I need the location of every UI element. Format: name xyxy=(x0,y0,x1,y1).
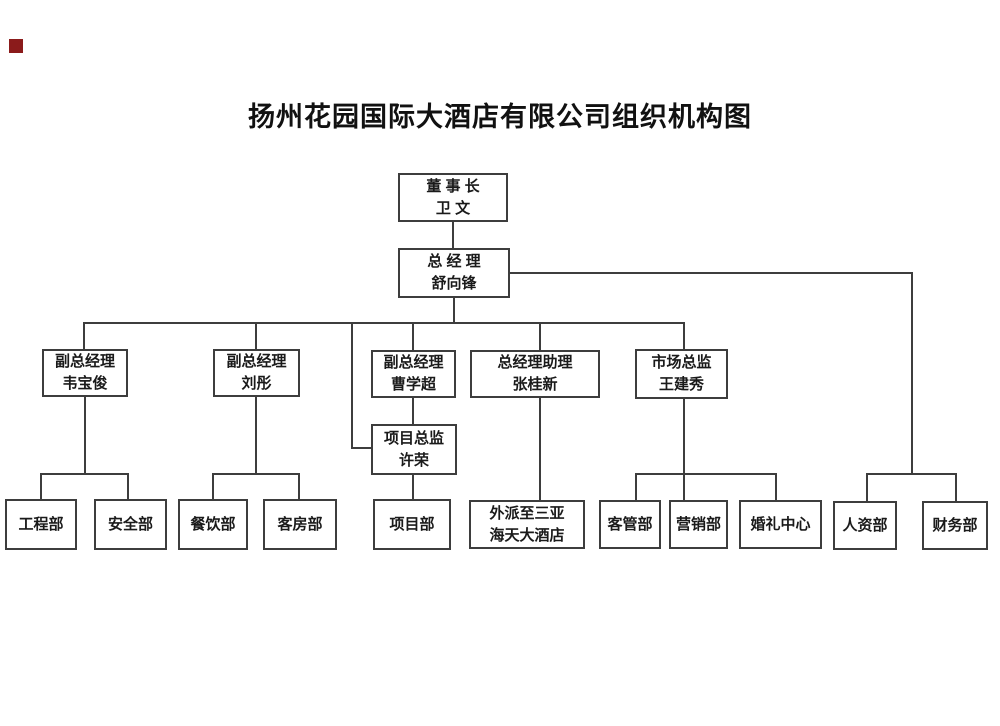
node-deputy2-title: 副总经理 xyxy=(226,353,287,371)
connector-drop-marketing xyxy=(683,322,685,349)
dept-hr-label: 人资部 xyxy=(842,516,888,534)
dept-engineering: 工程部 xyxy=(5,499,77,550)
node-marketing-director: 市场总监 王建秀 xyxy=(635,349,728,399)
connector-bus-deputy1 xyxy=(40,473,129,475)
node-chairman: 董 事 长 卫 文 xyxy=(398,173,508,222)
dept-sales-label: 营销部 xyxy=(675,515,721,533)
connector-drop-deputy3 xyxy=(412,322,414,350)
node-deputy3-name: 曹学超 xyxy=(390,376,436,393)
node-marketing-title: 市场总监 xyxy=(651,354,712,372)
connector-bus-right xyxy=(866,473,957,475)
dept-guest-mgmt: 客管部 xyxy=(599,500,661,549)
node-assistant-title: 总经理助理 xyxy=(497,354,573,372)
dept-dispatch-line2: 海天大酒店 xyxy=(489,526,565,544)
connector-bus-deputy2 xyxy=(212,473,300,475)
connector-drop-deputy2 xyxy=(255,322,257,349)
node-chairman-name: 卫 文 xyxy=(435,199,471,217)
node-gm-title: 总 经 理 xyxy=(427,253,481,271)
connector-marketing-down xyxy=(683,399,685,475)
connector-drop-hr xyxy=(866,473,868,501)
node-deputy2-name: 刘彤 xyxy=(241,375,272,392)
dept-hr: 人资部 xyxy=(833,501,897,550)
connector-gm-right-v xyxy=(911,272,913,475)
connector-drop-finance xyxy=(955,473,957,501)
dept-security-label: 安全部 xyxy=(107,515,153,533)
node-project-director: 项目总监 许荣 xyxy=(371,424,457,475)
dept-finance: 财务部 xyxy=(922,501,988,550)
connector-gm-bus xyxy=(453,298,455,324)
dept-dispatch-sanya: 外派至三亚 海天大酒店 xyxy=(469,500,585,549)
connector-projdir-projectdept xyxy=(412,475,414,500)
dept-housekeeping: 客房部 xyxy=(263,499,337,550)
node-deputy1-title: 副总经理 xyxy=(54,353,115,371)
connector-elbow-projdir-h xyxy=(351,447,371,449)
connector-bus-marketing xyxy=(635,473,777,475)
connector-main-bus xyxy=(83,322,685,324)
dept-security: 安全部 xyxy=(94,499,167,550)
connector-chairman-gm xyxy=(452,222,454,249)
chart-title: 扬州花园国际大酒店有限公司组织机构图 xyxy=(248,102,752,132)
connector-drop-housekeeping xyxy=(298,473,300,499)
connector-drop-guestmgmt xyxy=(635,473,637,500)
node-marketing-name: 王建秀 xyxy=(658,376,704,393)
dept-wedding-center-label: 婚礼中心 xyxy=(750,515,811,533)
dept-project: 项目部 xyxy=(373,499,451,550)
connector-drop-security xyxy=(127,473,129,499)
dept-dispatch-line1: 外派至三亚 xyxy=(489,504,565,522)
connector-deputy1-down xyxy=(84,397,86,474)
connector-drop-sales xyxy=(683,473,685,500)
dept-finance-label: 财务部 xyxy=(932,516,978,534)
node-chairman-title: 董 事 长 xyxy=(426,177,480,195)
connector-elbow-projdir-v xyxy=(351,322,353,449)
dept-sales: 营销部 xyxy=(669,500,728,549)
dept-housekeeping-label: 客房部 xyxy=(277,515,323,533)
node-deputy-gm-2: 副总经理 刘彤 xyxy=(213,349,300,397)
connector-drop-deputy1 xyxy=(83,322,85,349)
node-gm-name: 舒向锋 xyxy=(431,275,477,292)
connector-assistant-dispatch xyxy=(539,398,541,500)
dept-guest-mgmt-label: 客管部 xyxy=(607,515,653,533)
node-projdir-name: 许荣 xyxy=(398,451,429,469)
node-projdir-title: 项目总监 xyxy=(383,429,444,447)
node-assistant-name: 张桂新 xyxy=(512,376,558,393)
dept-project-label: 项目部 xyxy=(389,515,435,533)
dept-catering: 餐饮部 xyxy=(178,499,248,550)
connector-drop-catering xyxy=(212,473,214,499)
connector-gm-right-h xyxy=(510,272,913,274)
node-gm-assistant: 总经理助理 张桂新 xyxy=(470,350,600,398)
node-deputy-gm-3: 副总经理 曹学超 xyxy=(371,350,456,398)
connector-drop-assistant xyxy=(539,322,541,350)
node-deputy3-title: 副总经理 xyxy=(383,354,444,372)
connector-deputy2-down xyxy=(255,397,257,474)
node-general-manager: 总 经 理 舒向锋 xyxy=(398,248,510,298)
dept-catering-label: 餐饮部 xyxy=(190,515,236,533)
connector-drop-engineering xyxy=(40,473,42,499)
dept-wedding-center: 婚礼中心 xyxy=(739,500,822,549)
connector-deputy3-projdir xyxy=(412,398,414,424)
red-corner-marker xyxy=(9,39,23,53)
dept-engineering-label: 工程部 xyxy=(18,515,64,533)
node-deputy-gm-1: 副总经理 韦宝俊 xyxy=(42,349,128,397)
node-deputy1-name: 韦宝俊 xyxy=(62,375,108,392)
connector-drop-wedding xyxy=(775,473,777,500)
